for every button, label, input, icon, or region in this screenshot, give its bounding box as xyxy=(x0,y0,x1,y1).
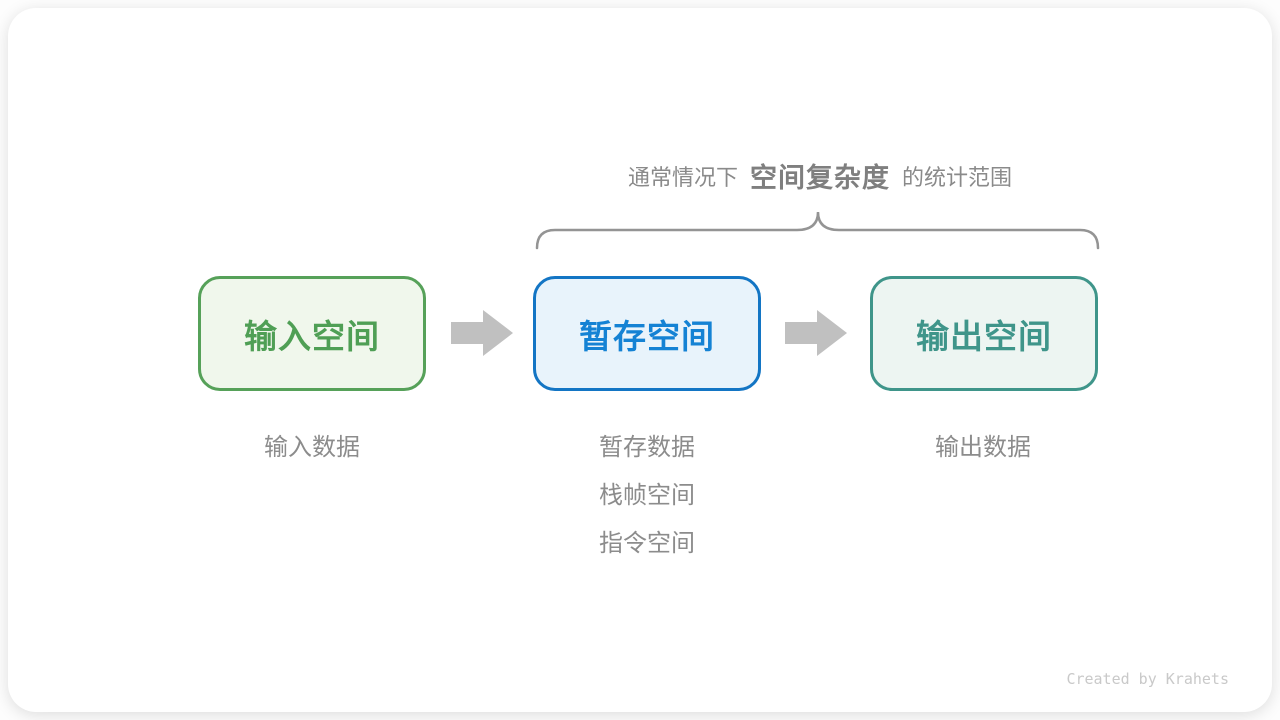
temp-data-labels: 暂存数据 栈帧空间 指令空间 xyxy=(599,424,695,568)
box-output-space: 输出空间 xyxy=(870,276,1098,391)
output-data-line: 输出数据 xyxy=(935,434,1031,461)
stack-frame-label: 栈帧空间 xyxy=(599,482,695,509)
scope-brace-icon xyxy=(535,211,1100,250)
temp-data-label: 暂存数据 xyxy=(599,434,695,461)
input-space-label: 输入空间 xyxy=(244,317,380,355)
box-temp-space: 暂存空间 xyxy=(533,276,761,391)
scope-title: 通常情况下 空间复杂度 的统计范围 xyxy=(628,156,1012,195)
diagram-card: 通常情况下 空间复杂度 的统计范围 输入空间 暂存空间 输出空间 输入数据 暂存… xyxy=(8,8,1272,712)
title-suffix: 的统计范围 xyxy=(902,164,1013,190)
title-prefix: 通常情况下 xyxy=(627,164,738,190)
temp-space-label: 暂存空间 xyxy=(579,317,715,355)
output-space-label: 输出空间 xyxy=(916,317,1052,355)
arrow-right-icon xyxy=(785,310,847,356)
credit-text: Created by Krahets xyxy=(1066,670,1229,688)
arrow-right-icon xyxy=(451,310,513,356)
box-input-space: 输入空间 xyxy=(198,276,426,391)
input-data-label: 输入数据 xyxy=(264,424,360,472)
title-highlight: 空间复杂度 xyxy=(750,163,890,193)
input-data-line: 输入数据 xyxy=(264,434,360,461)
instruction-space-label: 指令空间 xyxy=(599,530,695,557)
output-data-label: 输出数据 xyxy=(935,424,1031,472)
